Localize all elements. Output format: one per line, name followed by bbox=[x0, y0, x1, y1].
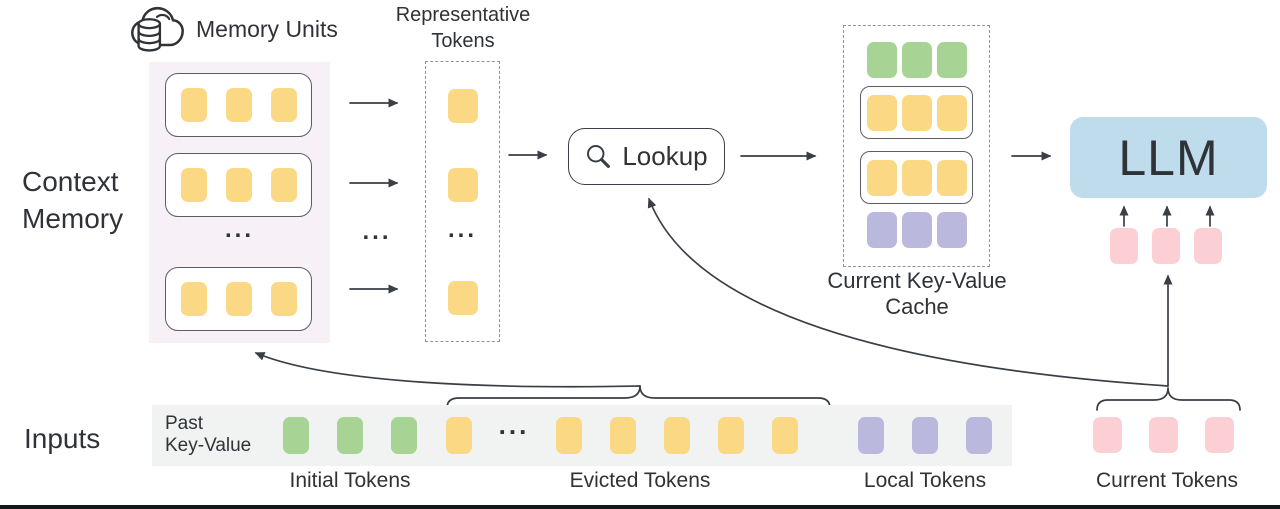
representative-label-line2: Tokens bbox=[431, 30, 495, 52]
local-tokens-label: Local Tokens bbox=[863, 469, 987, 492]
cache-memory-unit-1 bbox=[860, 86, 973, 139]
token bbox=[448, 168, 478, 202]
token bbox=[337, 417, 363, 454]
representative-token-3 bbox=[448, 281, 478, 315]
token bbox=[901, 159, 932, 196]
cache-local-tokens-row bbox=[844, 212, 989, 248]
current-kv-cache-label: Current Key-Value Cache bbox=[818, 268, 1016, 320]
token bbox=[772, 417, 798, 454]
context-memory-label-line1: Context bbox=[22, 166, 119, 197]
token bbox=[936, 212, 967, 248]
inputs-label: Inputs bbox=[24, 423, 101, 454]
token bbox=[936, 94, 967, 131]
initial-tokens-label: Initial Tokens bbox=[289, 469, 411, 492]
token bbox=[1205, 417, 1234, 453]
memory-unit-2 bbox=[165, 153, 312, 217]
arrow-evicted-to-memory bbox=[254, 352, 641, 388]
llm-box: LLM bbox=[1070, 117, 1267, 198]
brace-current-tokens bbox=[1096, 387, 1241, 411]
representative-tokens-box: ... bbox=[425, 61, 500, 342]
token bbox=[866, 94, 897, 131]
evicted-tokens-label: Evicted Tokens bbox=[569, 469, 711, 492]
current-tokens-label: Current Tokens bbox=[1095, 469, 1239, 492]
figure-bottom-border bbox=[0, 505, 1280, 509]
context-memory-label-line2: Memory bbox=[22, 203, 124, 234]
token bbox=[1110, 228, 1138, 264]
representative-label-line1: Representative bbox=[395, 4, 531, 26]
token bbox=[1194, 228, 1222, 264]
token bbox=[283, 417, 309, 454]
token bbox=[610, 417, 636, 454]
token bbox=[912, 417, 938, 454]
memory-unit-3 bbox=[165, 267, 312, 331]
past-kv-label: Past Key-Value bbox=[165, 413, 251, 457]
initial-tokens-group bbox=[283, 417, 417, 454]
token bbox=[936, 42, 967, 78]
search-icon bbox=[585, 143, 613, 171]
token bbox=[866, 42, 897, 78]
token bbox=[1152, 228, 1180, 264]
token bbox=[966, 417, 992, 454]
token bbox=[270, 168, 297, 202]
local-tokens-group bbox=[858, 417, 992, 454]
token bbox=[391, 417, 417, 454]
token bbox=[225, 282, 252, 316]
context-memory-label: Context Memory bbox=[22, 163, 123, 237]
token bbox=[901, 212, 932, 248]
token bbox=[448, 89, 478, 123]
token bbox=[1149, 417, 1178, 453]
representative-tokens-label: Representative Tokens bbox=[385, 2, 541, 54]
token bbox=[866, 212, 897, 248]
token bbox=[446, 417, 472, 454]
cache-label-line1: Current Key-Value bbox=[827, 268, 1007, 293]
past-kv-label-line1: Past bbox=[165, 413, 204, 434]
token bbox=[180, 168, 207, 202]
token bbox=[1093, 417, 1122, 453]
token bbox=[270, 88, 297, 122]
token bbox=[866, 159, 897, 196]
current-tokens-group bbox=[1093, 417, 1234, 453]
token bbox=[180, 88, 207, 122]
token bbox=[664, 417, 690, 454]
memory-unit-1 bbox=[165, 73, 312, 137]
representative-token-1 bbox=[448, 89, 478, 123]
evicted-tokens-right-group bbox=[556, 417, 798, 454]
context-memory-box: ... bbox=[149, 62, 330, 343]
cache-label-line2: Cache bbox=[885, 294, 949, 319]
cloud-database-icon bbox=[126, 3, 188, 56]
token bbox=[556, 417, 582, 454]
llm-label: LLM bbox=[1118, 129, 1219, 186]
token bbox=[225, 168, 252, 202]
token bbox=[901, 94, 932, 131]
cache-initial-tokens-row bbox=[844, 42, 989, 78]
token bbox=[936, 159, 967, 196]
memory-ellipsis: ... bbox=[224, 216, 254, 243]
token bbox=[180, 282, 207, 316]
evicted-tokens-left-group bbox=[446, 417, 472, 454]
llm-input-tokens bbox=[1110, 228, 1222, 264]
representative-token-2 bbox=[448, 168, 478, 202]
past-kv-label-line2: Key-Value bbox=[165, 435, 252, 456]
current-kv-cache-box bbox=[843, 25, 990, 267]
token bbox=[718, 417, 744, 454]
token bbox=[858, 417, 884, 454]
cache-memory-unit-2 bbox=[860, 151, 973, 204]
token bbox=[225, 88, 252, 122]
token bbox=[270, 282, 297, 316]
token bbox=[901, 42, 932, 78]
lookup-label: Lookup bbox=[622, 141, 708, 171]
column-gap-ellipsis: ... bbox=[362, 218, 392, 245]
token bbox=[448, 281, 478, 315]
representative-ellipsis: ... bbox=[447, 216, 477, 243]
memory-units-label: Memory Units bbox=[196, 16, 338, 42]
strip-ellipsis: ... bbox=[498, 410, 530, 440]
lookup-button[interactable]: Lookup bbox=[568, 128, 725, 185]
